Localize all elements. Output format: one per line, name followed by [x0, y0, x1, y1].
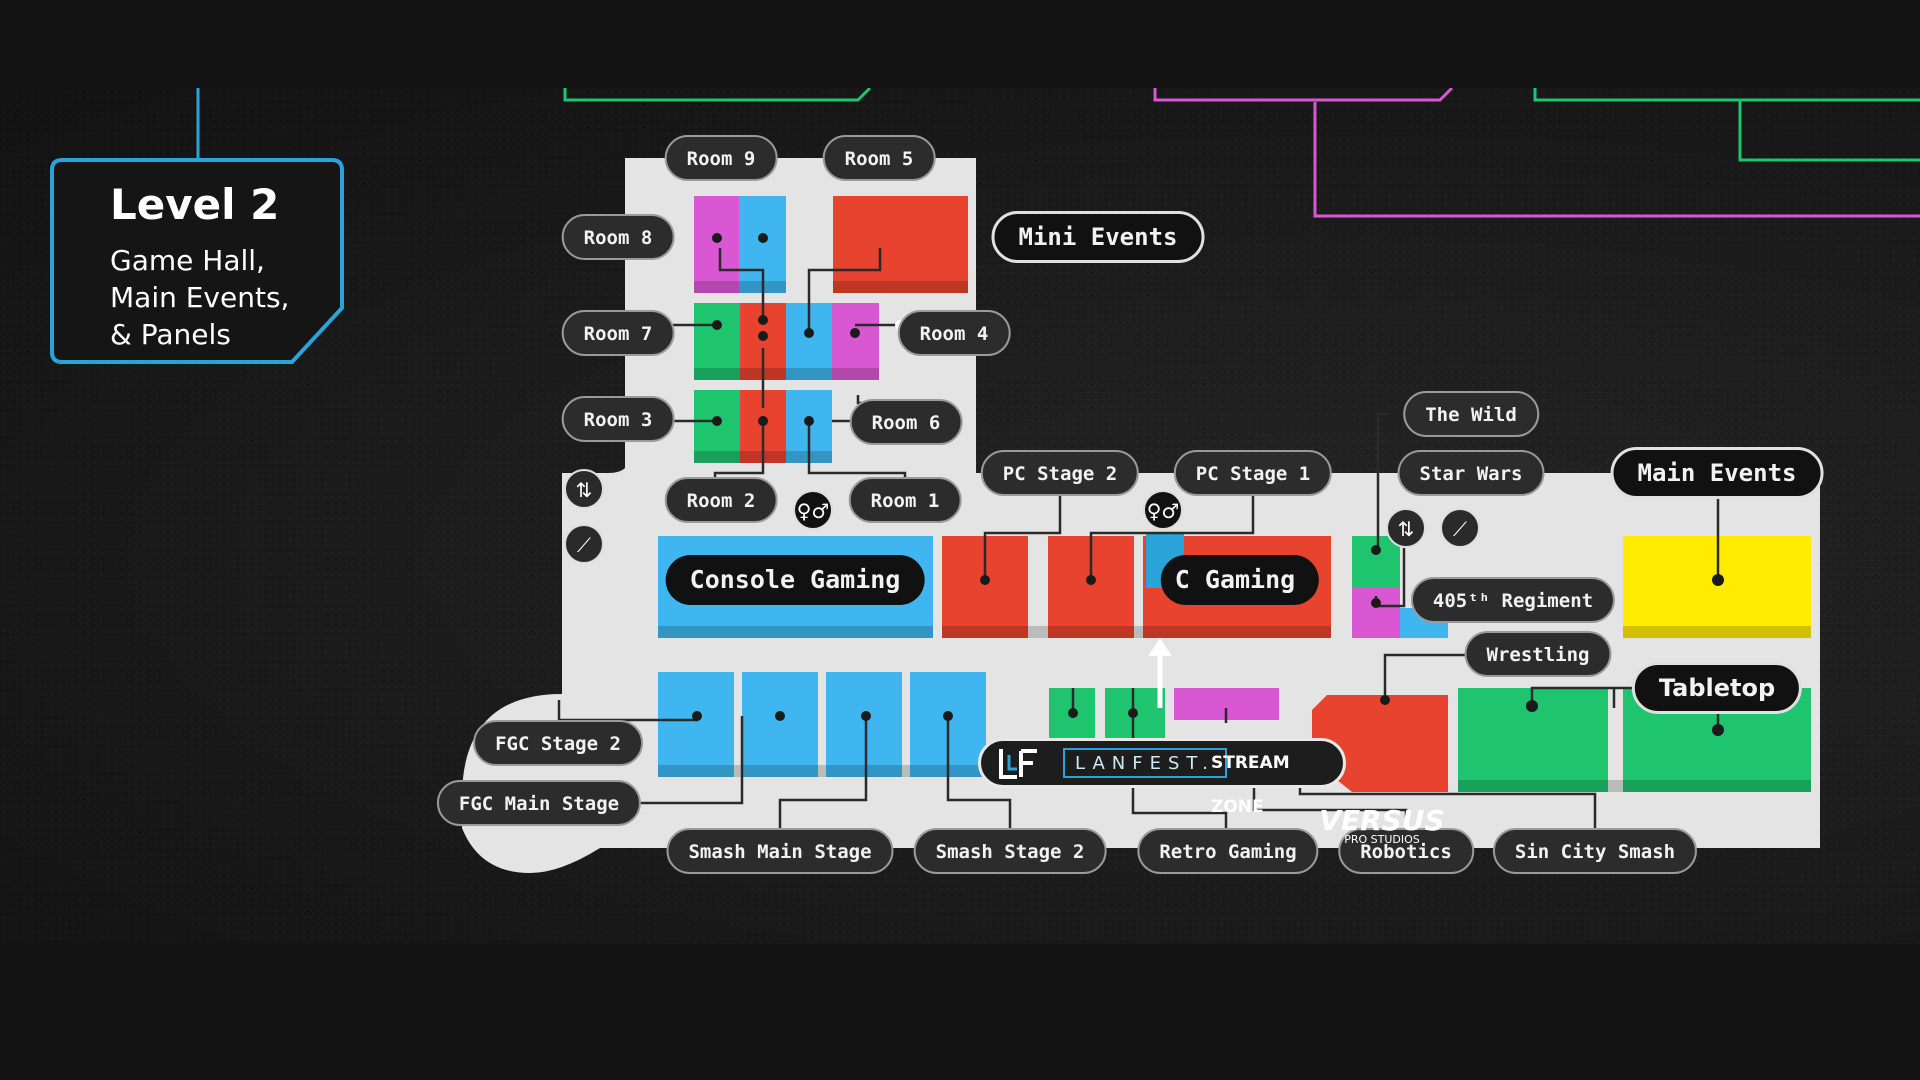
- lanfest-logo-icon: [999, 749, 1037, 779]
- level-title: Level 2: [110, 180, 280, 229]
- elevator-icon: ⇅: [1386, 508, 1426, 548]
- label-room-7[interactable]: Room 7: [561, 310, 675, 356]
- label-tabletop[interactable]: Tabletop: [1631, 662, 1803, 714]
- label-sin-city-smash[interactable]: Sin City Smash: [1492, 828, 1698, 874]
- label-room-3[interactable]: Room 3: [561, 396, 675, 442]
- label-room-6[interactable]: Room 6: [849, 399, 963, 445]
- label-the-wild[interactable]: The Wild: [1403, 391, 1539, 437]
- escalator-icon: ⟋: [1440, 508, 1480, 548]
- label-room-9[interactable]: Room 9: [664, 135, 778, 181]
- restroom-icon: ♀♂: [793, 490, 833, 530]
- escalator-icon: ⟋: [564, 524, 604, 564]
- restroom-icon: ♀♂: [1143, 490, 1183, 530]
- label-smash-main-stage[interactable]: Smash Main Stage: [666, 828, 894, 874]
- map-frame: Level 2 Game Hall, Main Events, & Panels…: [0, 88, 1920, 944]
- label-star-wars[interactable]: Star Wars: [1397, 450, 1545, 496]
- stream-zone-label: STREAM ZONE: [1211, 753, 1290, 817]
- stream-brand: LANFEST.: [1063, 748, 1227, 778]
- label-fgc-stage-2[interactable]: FGC Stage 2: [473, 720, 643, 766]
- label-robotics[interactable]: Robotics: [1338, 828, 1474, 874]
- label-pc-gaming[interactable]: C Gaming: [1160, 555, 1320, 605]
- label-wrestling[interactable]: Wrestling: [1464, 631, 1612, 677]
- label-retro-gaming[interactable]: Retro Gaming: [1137, 828, 1319, 874]
- label-mini-events[interactable]: Mini Events: [991, 211, 1205, 263]
- level-subtitle: Game Hall, Main Events, & Panels: [110, 244, 290, 351]
- label-405th-regiment[interactable]: 405ᵗʰ Regiment: [1410, 577, 1616, 623]
- stream-zone-badge[interactable]: LANFEST. STREAM ZONE: [978, 738, 1346, 817]
- label-room-1[interactable]: Room 1: [848, 477, 962, 523]
- label-room-5[interactable]: Room 5: [822, 135, 936, 181]
- label-main-events[interactable]: Main Events: [1610, 447, 1824, 499]
- level-info-box: Level 2 Game Hall, Main Events, & Panels: [50, 158, 346, 366]
- versus-logo-sub: PRO STUDIOS: [1344, 833, 1420, 846]
- label-smash-stage-2[interactable]: Smash Stage 2: [913, 828, 1107, 874]
- elevator-icon: ⇅: [564, 469, 604, 509]
- label-fgc-main-stage[interactable]: FGC Main Stage: [436, 780, 642, 826]
- label-pc-stage-2[interactable]: PC Stage 2: [980, 450, 1140, 496]
- label-console-gaming[interactable]: Console Gaming: [665, 555, 925, 605]
- versus-logo: VERSUS: [1319, 804, 1445, 837]
- label-room-2[interactable]: Room 2: [664, 477, 778, 523]
- label-room-8[interactable]: Room 8: [561, 214, 675, 260]
- label-pc-stage-1[interactable]: PC Stage 1: [1173, 450, 1333, 496]
- label-room-4[interactable]: Room 4: [897, 310, 1011, 356]
